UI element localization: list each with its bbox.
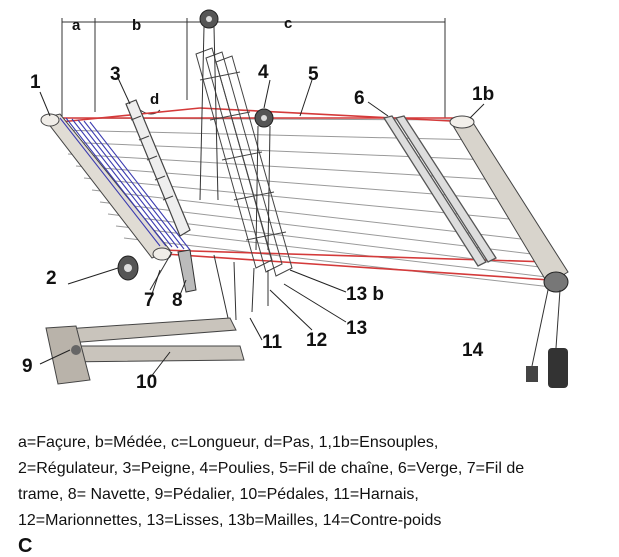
- back-beam: [449, 115, 569, 293]
- leader-lines: [39, 77, 485, 379]
- reed-comb: [125, 99, 191, 237]
- cut-off-heading: C: [18, 535, 33, 557]
- pitch-arc: [139, 109, 161, 115]
- loom-diagram: a b c d: [22, 9, 569, 393]
- label-7: 7: [144, 290, 155, 311]
- legend-line: 2=Régulateur, 3=Peigne, 4=Poulies, 5=Fil…: [18, 460, 525, 477]
- dimension-b-label: b: [132, 17, 141, 34]
- regulator-wheel: [117, 255, 139, 281]
- harness-cords: [213, 254, 269, 321]
- label-8: 8: [172, 290, 183, 311]
- dimension-a-label: a: [72, 17, 81, 34]
- label-1: 1: [30, 72, 41, 93]
- front-beam: [40, 113, 172, 261]
- label-5: 5: [308, 64, 319, 85]
- legend-line: a=Façure, b=Médée, c=Longueur, d=Pas, 1,…: [18, 434, 439, 451]
- shuttle: [177, 249, 197, 293]
- dimension-c-label: c: [284, 15, 292, 32]
- label-10: 10: [136, 372, 157, 393]
- dimension-d-label: d: [150, 91, 159, 108]
- legend-line: trame, 8= Navette, 9=Pédalier, 10=Pédale…: [18, 486, 419, 503]
- legend: a=Façure, b=Médée, c=Longueur, d=Pas, 1,…: [18, 430, 608, 534]
- weft-thread: [149, 251, 173, 291]
- treadle-frame: [45, 325, 91, 385]
- label-13: 13: [346, 318, 367, 339]
- label-3: 3: [110, 64, 121, 85]
- label-4: 4: [258, 62, 269, 83]
- pulley-middle: [254, 108, 274, 251]
- label-14: 14: [462, 340, 484, 361]
- woven-cloth: [59, 117, 191, 251]
- dimension-lines: [61, 18, 446, 118]
- pulley-top: [199, 9, 219, 201]
- lease-rods: [382, 115, 497, 267]
- label-6: 6: [354, 88, 365, 109]
- label-9: 9: [22, 356, 33, 377]
- heddle-frames: [195, 47, 293, 277]
- counterweights: [526, 289, 568, 388]
- legend-line: 12=Marionnettes, 13=Lisses, 13b=Mailles,…: [18, 512, 442, 529]
- label-2: 2: [46, 268, 57, 289]
- label-12: 12: [306, 330, 327, 351]
- label-1b: 1b: [472, 84, 494, 105]
- label-11: 11: [262, 332, 283, 353]
- label-13b: 13 b: [346, 284, 384, 305]
